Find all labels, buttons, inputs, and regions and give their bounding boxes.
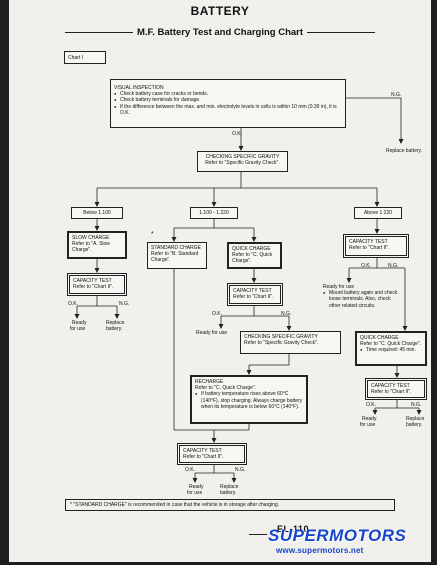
ok-label: O.K. <box>68 301 79 307</box>
capacity-test-bottom: CAPACITY TEST Refer to "Chart II". <box>177 443 247 465</box>
capacity-test-mid: CAPACITY TEST Refer to "Chart II". <box>227 283 283 306</box>
slow-charge-box: SLOW CHARGE Refer to "A. Slow Charge". <box>67 231 127 259</box>
for-use-label: for use <box>70 326 86 332</box>
capacity-test-right-bottom: CAPACITY TEST Refer to "Chart II". <box>365 378 427 400</box>
ok-label: O.K. <box>361 263 372 269</box>
visual-inspection-list: Check battery case for cracks or bends. … <box>114 91 342 116</box>
list-item: Check battery case for cracks or bends. <box>114 91 342 97</box>
battery-label: battery. <box>406 422 423 428</box>
range-mid: 1.100 - 1.220 <box>190 207 238 219</box>
capacity-test-right-top: CAPACITY TEST Refer to "Chart II". <box>343 234 409 258</box>
ng-label: N.G. <box>388 263 399 269</box>
right-ready-note: Ready for use Mount battery again and ch… <box>323 284 403 309</box>
ok-label: O.K. <box>232 131 243 137</box>
visual-inspection-box: VISUAL INSPECTION Check battery case for… <box>110 79 346 128</box>
ready-label: Ready <box>362 416 377 422</box>
recharge-box: RECHARGE Refer to "C. Quick Charge". If … <box>190 375 308 424</box>
ok-label: O.K. <box>366 402 377 408</box>
recharge-note: If battery temperature rises above 60°C … <box>195 391 303 410</box>
for-use-label: for use <box>360 422 376 428</box>
capacity-test-left: CAPACITY TEST Refer to "Chart II". <box>67 273 127 296</box>
ready-for-use-label: Ready for use <box>196 330 228 336</box>
battery-label: battery. <box>220 490 237 496</box>
specific-gravity-box-2: CHECKING SPECIFIC GRAVITY Refer to "Spec… <box>240 331 341 354</box>
replace-battery-label: Replace battery. <box>386 148 423 154</box>
page-rule <box>249 534 267 535</box>
ng-label: N.G. <box>391 92 402 98</box>
ok-label: O.K. <box>185 467 196 473</box>
footnote-text: * "STANDARD CHARGE" is recommended in ca… <box>70 502 280 508</box>
page-subtitle: M.F. Battery Test and Charging Chart <box>9 27 431 38</box>
ng-label: N.G. <box>411 402 422 408</box>
battery-label: battery. <box>106 326 123 332</box>
watermark-url: www.supermotors.net <box>276 546 364 555</box>
for-use-label: for use <box>187 490 203 496</box>
list-item: Check battery terminals for damage. <box>114 97 342 103</box>
watermark-brand: SUPERMOTORS <box>268 526 407 545</box>
page-number: EL-110 <box>277 524 310 534</box>
ok-label: O.K. <box>212 311 223 317</box>
range-below: Below 1.100 <box>71 207 123 219</box>
replace-label: Replace <box>106 320 125 326</box>
ng-label: N.G. <box>235 467 246 473</box>
ready-label: Ready <box>189 484 204 490</box>
visual-inspection-title: VISUAL INSPECTION <box>114 85 164 91</box>
replace-label: Replace <box>220 484 239 490</box>
standard-charge-box: STANDARD CHARGE Refer to "B. Standard Ch… <box>147 242 207 269</box>
range-above: Above 1.220 <box>354 207 402 219</box>
asterisk-mark: * <box>151 231 154 238</box>
replace-label: Replace <box>406 416 425 422</box>
flowchart-connectors <box>74 97 422 483</box>
document-page: BATTERY M.F. Battery Test and Charging C… <box>9 0 431 562</box>
ng-label: N.G. <box>281 311 292 317</box>
quick-charge-box: QUICK CHARGE Refer to "C. Quick Charge". <box>227 242 282 269</box>
quick-charge-box-2: QUICK CHARGE Refer to "C. Quick Charge".… <box>355 331 427 366</box>
ready-label: Ready <box>72 320 87 326</box>
list-item: If the difference between the max. and m… <box>114 104 342 116</box>
specific-gravity-box: CHECKING SPECIFIC GRAVITY Refer to "Spec… <box>197 151 288 172</box>
chart-i-label: Chart I <box>64 51 106 64</box>
page-title: BATTERY <box>190 4 250 18</box>
ng-label: N.G. <box>119 301 130 307</box>
footnote-box: * "STANDARD CHARGE" is recommended in ca… <box>65 499 395 511</box>
watermark-logo: SUPERMOTORS www.supermotors.net <box>258 526 428 558</box>
